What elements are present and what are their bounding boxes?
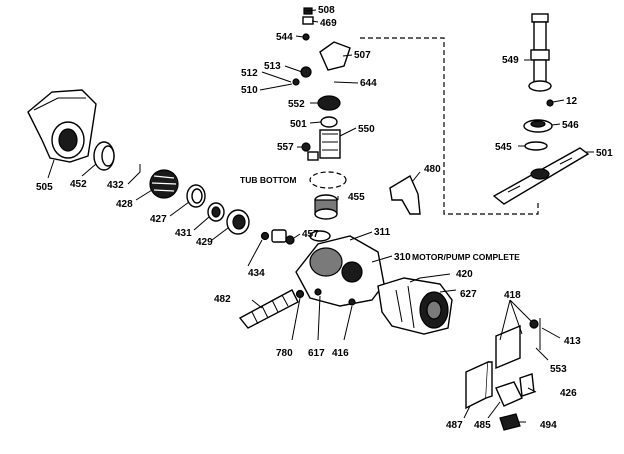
label-507: 507 [354,50,371,61]
part-494-pad [499,413,521,431]
label-418: 418 [504,290,521,301]
part-482-screw [238,289,305,329]
label-512: 512 [241,68,258,79]
part-432-spring [149,169,179,199]
label-487: 487 [446,420,463,431]
part-505-housing [27,89,97,163]
label-429: 429 [196,237,213,248]
part-627-motor [377,277,453,335]
label-457: 457 [302,229,319,240]
label-469: 469 [320,18,337,29]
part-311-pump-body [295,235,385,307]
part-485-clip [495,381,523,407]
label-310: 310 [394,252,411,263]
part-455-rotor [314,194,338,220]
label-452: 452 [70,179,87,190]
leader-lines [47,9,594,423]
part-429-impeller [226,209,250,235]
label-501-center: 501 [290,119,307,130]
dashed-link [360,37,539,215]
label-545: 545 [495,142,512,153]
part-487-bracket [465,360,493,410]
part-546-nut [523,119,553,133]
label-780: 780 [276,348,293,359]
top-column-parts [292,7,351,161]
label-416: 416 [332,348,349,359]
part-12-screw [546,99,554,107]
part-501-spray-arm [492,147,590,205]
label-546: 546 [562,120,579,131]
part-431-washer [207,202,225,222]
label-544: 544 [276,32,293,43]
label-557: 557 [277,142,294,153]
part-426-clip [519,373,535,397]
label-510: 510 [241,85,258,96]
label-428: 428 [116,199,133,210]
part-457-seal [285,230,331,245]
caption-tub-bottom: TUB BOTTOM [240,175,297,185]
part-418-bracket [495,318,541,370]
label-455: 455 [348,192,365,203]
label-431: 431 [175,228,192,239]
label-413: 413 [564,336,581,347]
label-311: 311 [374,227,391,238]
part-434-group [260,229,287,243]
caption-motor-pump-complete: MOTOR/PUMP COMPLETE [412,252,520,262]
label-432: 432 [107,180,124,191]
tub-bottom-ring [309,171,347,189]
label-644: 644 [360,78,377,89]
label-12: 12 [566,96,578,107]
label-494: 494 [540,420,557,431]
label-434: 434 [248,268,265,279]
label-501-right: 501 [596,148,613,159]
label-552: 552 [288,99,305,110]
label-420: 420 [456,269,473,280]
label-617: 617 [308,348,325,359]
label-553: 553 [550,364,567,375]
label-513: 513 [264,61,281,72]
label-549: 549 [502,55,519,66]
part-480-bracket [389,174,421,215]
label-485: 485 [474,420,491,431]
label-627: 627 [460,289,477,300]
label-480: 480 [424,164,441,175]
part-452-ring [93,141,115,171]
part-545-washer [524,141,548,151]
label-427: 427 [150,214,167,225]
label-550: 550 [358,124,375,135]
label-426: 426 [560,388,577,399]
label-482: 482 [214,294,231,305]
part-427-ring [186,184,206,208]
label-505: 505 [36,182,53,193]
part-549-tube [528,13,552,92]
label-508: 508 [318,5,335,16]
